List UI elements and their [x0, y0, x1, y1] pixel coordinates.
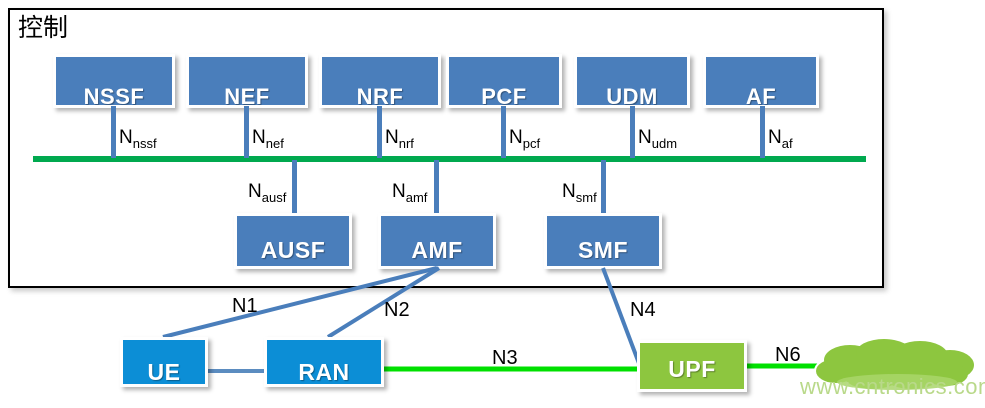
nf-label-nrf: NRF [356, 84, 404, 108]
interface-label-nef: Nnef [252, 128, 284, 150]
stem-nssf [111, 106, 116, 158]
interface-label-af: Naf [768, 128, 793, 150]
interface-label-udm: Nudm [638, 128, 677, 150]
service-based-bus [33, 156, 866, 162]
interface-letter: N [562, 181, 576, 202]
stem-amf [434, 160, 439, 213]
interface-letter: N [385, 127, 399, 148]
interface-label-nrf: Nnrf [385, 128, 414, 150]
nf-box-upf[interactable]: UPF [637, 340, 747, 392]
nf-box-nef[interactable]: NEF [186, 54, 308, 108]
interface-subscript: af [781, 135, 793, 151]
interface-letter: N [392, 181, 406, 202]
interface-subscript: amf [405, 189, 428, 205]
interface-subscript: nef [265, 135, 284, 151]
stem-smf [601, 160, 606, 213]
interface-label-ausf: Nausf [248, 182, 286, 204]
reference-label-n4: N4 [630, 299, 656, 321]
nf-label-udm: UDM [606, 84, 658, 108]
interface-letter: N [638, 127, 652, 148]
interface-label-pcf: Npcf [509, 128, 540, 150]
nf-box-smf[interactable]: SMF [544, 213, 662, 269]
interface-label-nssf: Nnssf [119, 128, 157, 150]
reference-label-n6: N6 [775, 344, 801, 366]
nf-label-smf: SMF [577, 237, 629, 263]
stem-pcf [501, 106, 506, 158]
nf-label-upf: UPF [668, 356, 716, 382]
nf-label-pcf: PCF [481, 84, 527, 108]
interface-letter: N [248, 181, 262, 202]
nf-label-ran: RAN [298, 359, 350, 385]
interface-subscript: smf [575, 189, 597, 205]
reference-label-n1: N1 [232, 295, 258, 317]
interface-label-smf: Nsmf [562, 182, 597, 204]
interface-subscript: nssf [132, 135, 157, 151]
nf-label-ausf: AUSF [260, 237, 326, 263]
interface-letter: N [252, 127, 266, 148]
nf-label-amf: AMF [411, 237, 463, 263]
data-network-cloud [814, 338, 976, 391]
interface-label-amf: Namf [392, 182, 427, 204]
stem-ausf [292, 160, 297, 213]
nf-box-amf[interactable]: AMF [378, 213, 496, 269]
interface-subscript: nrf [398, 135, 414, 151]
nf-box-nssf[interactable]: NSSF [53, 54, 175, 108]
site-watermark: www.cntronics.com [800, 374, 985, 399]
nf-label-nef: NEF [224, 84, 270, 108]
nf-label-ue: UE [147, 359, 181, 385]
interface-subscript: ausf [261, 189, 287, 205]
nf-box-udm[interactable]: UDM [574, 54, 690, 108]
nf-box-pcf[interactable]: PCF [446, 54, 562, 108]
nf-box-ran[interactable]: RAN [264, 337, 384, 387]
stem-nrf [377, 106, 382, 158]
stem-udm [630, 106, 635, 158]
reference-label-n3: N3 [492, 347, 518, 369]
reference-label-n2: N2 [384, 299, 410, 321]
interface-subscript: pcf [522, 135, 541, 151]
control-plane-title: 控制 [18, 15, 69, 42]
interface-letter: N [509, 127, 523, 148]
interface-letter: N [119, 127, 133, 148]
nf-label-af: AF [745, 84, 777, 108]
nf-box-nrf[interactable]: NRF [319, 54, 441, 108]
nf-box-ue[interactable]: UE [120, 337, 208, 387]
nf-box-af[interactable]: AF [703, 54, 819, 108]
stem-af [760, 106, 765, 158]
interface-letter: N [768, 127, 782, 148]
stem-nef [244, 106, 249, 158]
interface-subscript: udm [651, 135, 678, 151]
nf-box-ausf[interactable]: AUSF [234, 213, 352, 269]
nf-label-nssf: NSSF [83, 84, 145, 108]
